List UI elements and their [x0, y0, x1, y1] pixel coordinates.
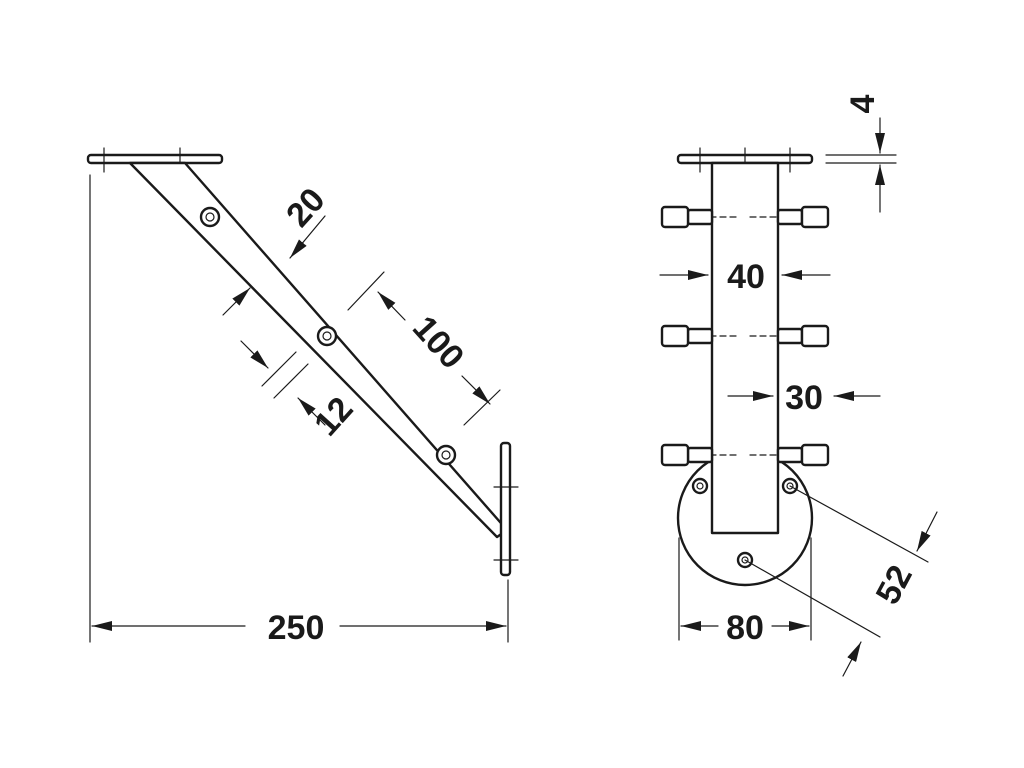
plate-hole — [691, 477, 709, 495]
dim-label-20: 20 — [279, 181, 333, 235]
dim-label-52: 52 — [869, 559, 920, 610]
dim-label-4: 4 — [844, 94, 882, 113]
dim-label-30: 30 — [785, 379, 823, 417]
dim-label-40: 40 — [727, 258, 765, 296]
front-view: 40 30 4 80 52 — [659, 94, 938, 677]
stud — [749, 324, 830, 348]
stud — [749, 205, 830, 229]
stud — [660, 205, 741, 229]
strut-hole — [435, 444, 457, 466]
dim-bolt-spacing: 30 — [727, 379, 881, 417]
wall-plate — [499, 441, 512, 577]
dim-label-80: 80 — [726, 609, 764, 647]
dim-post-width: 40 — [659, 258, 831, 296]
stud — [660, 443, 741, 467]
dim-label-100: 100 — [405, 309, 471, 377]
side-view: 250 20 100 12 — [86, 147, 519, 647]
dim-label-250: 250 — [268, 609, 325, 647]
dim-overall-width: 250 — [89, 174, 509, 647]
strut-hole — [316, 325, 338, 347]
vertical-post — [710, 161, 780, 535]
strut-hole — [199, 206, 221, 228]
stud — [749, 443, 830, 467]
stud — [660, 324, 741, 348]
dim-label-12: 12 — [307, 390, 361, 444]
dim-plate-diameter: 80 — [678, 537, 812, 647]
dim-plate-thickness: 4 — [825, 94, 897, 213]
